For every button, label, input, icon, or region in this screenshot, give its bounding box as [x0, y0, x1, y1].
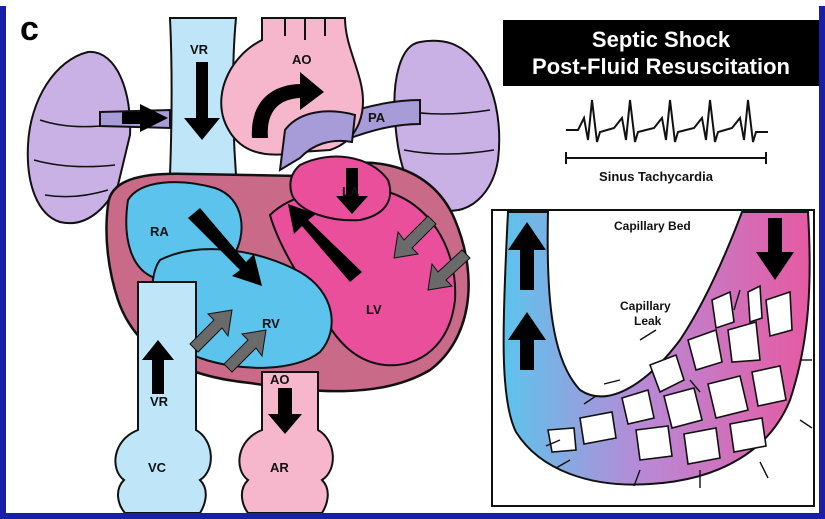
- label-vr-top: VR: [190, 42, 209, 57]
- label-la: LA: [342, 184, 360, 199]
- label-lv: LV: [366, 302, 382, 317]
- title-line-1: Septic Shock: [503, 26, 819, 53]
- capillary-leak-label-2: Leak: [634, 314, 662, 328]
- label-ao-top: AO: [292, 52, 312, 67]
- capillary-bed-title: Capillary Bed: [614, 219, 691, 233]
- ecg-label: Sinus Tachycardia: [546, 169, 766, 184]
- ecg-scale-bar: [566, 152, 766, 164]
- title-box: Septic Shock Post-Fluid Resuscitation: [503, 20, 819, 86]
- label-rv: RV: [262, 316, 280, 331]
- label-vr-bottom: VR: [150, 394, 169, 409]
- label-ar: AR: [270, 460, 289, 475]
- figure-frame: VR AO PA LA RA RV LV VR AO VC AR: [6, 6, 819, 513]
- panel-letter: c: [20, 10, 39, 49]
- label-ra: RA: [150, 224, 169, 239]
- title-line-2: Post-Fluid Resuscitation: [503, 53, 819, 80]
- label-vc: VC: [148, 460, 167, 475]
- label-ao-bottom: AO: [270, 372, 290, 387]
- label-pa: PA: [368, 110, 386, 125]
- ecg-trace: [566, 100, 768, 142]
- capillary-leak-label-1: Capillary: [620, 299, 671, 313]
